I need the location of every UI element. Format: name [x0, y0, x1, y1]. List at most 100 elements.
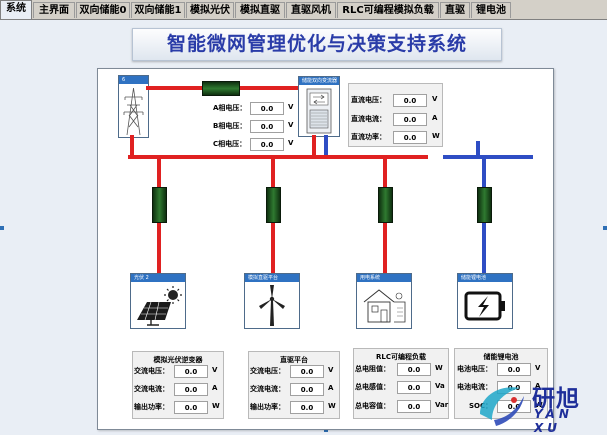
battery-voltage-unit: V [535, 364, 541, 372]
phase-c-unit: V [288, 139, 294, 147]
storage-converter-card[interactable]: 储能双向变流器 [298, 76, 340, 137]
load-device-card[interactable]: 用电系统 [356, 273, 412, 329]
pv-ac-current: 交流电流： 0.0 A [134, 383, 222, 397]
rlc-load-block: RLC可编程负载 总电阻值： 0.0 W 总电感值： 0.0 Va 总电容值： … [353, 348, 449, 419]
converter-cabinet-icon [306, 88, 332, 134]
rlc-load-title: RLC可编程负载 [376, 353, 426, 361]
load-breaker[interactable] [378, 187, 393, 223]
pv-inverter-block: 模拟光伏逆变器 交流电压： 0.0 V 交流电流： 0.0 A 输出功率： 0.… [132, 351, 224, 419]
battery-current-label: 电池电流： [457, 383, 492, 391]
phase-a-voltage: A相电压： 0.0 V [213, 102, 293, 116]
wind-card-header: 模拟直驱平台 [245, 274, 299, 282]
converter-readings-box: 直流电压： 0.0 V 直流电流： 0.0 A 直流功率： 0.0 W [348, 83, 443, 147]
tab-rlc-load[interactable]: RLC可编程模拟负载 [337, 2, 439, 18]
dd-output-power-unit: W [328, 402, 336, 410]
dd-output-power-value: 0.0 [290, 401, 324, 414]
resize-handle[interactable] [0, 226, 4, 230]
direct-drive-title: 直驱平台 [280, 356, 308, 364]
dc-current-label: 直流电流： [351, 115, 386, 123]
battery-current-unit: A [535, 382, 541, 390]
phase-a-label: A相电压： [213, 104, 247, 112]
rlc-capacitance-label: 总电容值： [355, 402, 390, 410]
phase-b-voltage: B相电压： 0.0 V [213, 120, 293, 134]
grid-card-header: 6 [119, 76, 148, 84]
title-banner: 智能微网管理优化与决策支持系统 [132, 28, 502, 61]
converter-card-header: 储能双向变流器 [299, 77, 339, 85]
tab-simulated-direct-drive[interactable]: 模拟直驱 [235, 2, 285, 18]
tab-main[interactable]: 主界面 [33, 2, 75, 18]
logo-mark-icon [480, 387, 524, 426]
tab-system[interactable]: 系统 [0, 0, 32, 19]
grid-drop-line [130, 135, 134, 155]
wind-device-card[interactable]: 模拟直驱平台 [244, 273, 300, 329]
phase-b-value: 0.0 [250, 120, 284, 133]
battery-soc-unit: W [535, 401, 543, 409]
dc-voltage-label: 直流电压： [351, 96, 386, 104]
ac-bus-bar [128, 155, 428, 159]
company-logo: 研旭 YAN XU [468, 376, 607, 435]
dc-bus-riser [476, 141, 480, 157]
pv-output-power-value: 0.0 [174, 401, 208, 414]
battery-voltage-value: 0.0 [497, 363, 531, 376]
pv-ac-current-label: 交流电流： [134, 385, 169, 393]
resize-handle[interactable] [603, 226, 607, 230]
dc-power-label: 直流功率： [351, 133, 386, 141]
tab-direct-drive[interactable]: 直驱 [440, 2, 470, 18]
pv-output-power-unit: W [212, 402, 220, 410]
dc-power-unit: W [432, 132, 440, 140]
dc-power-value: 0.0 [393, 131, 427, 144]
battery-device-card[interactable]: 储能锂电池 [457, 273, 513, 329]
pv-ac-voltage: 交流电压： 0.0 V [134, 365, 222, 379]
rlc-inductance-label: 总电感值： [355, 383, 390, 391]
tab-direct-drive-wind[interactable]: 直驱风机 [286, 2, 336, 18]
grid-breaker[interactable] [202, 81, 240, 96]
load-card-header: 用电系统 [357, 274, 411, 282]
rlc-capacitance-unit: Var [435, 401, 449, 409]
dd-ac-current-label: 交流电流： [250, 385, 285, 393]
logo-english-text: YAN XU [534, 407, 573, 435]
dd-ac-voltage: 交流电压： 0.0 V [250, 365, 338, 379]
rlc-resistance-unit: W [435, 364, 443, 372]
wind-turbine-icon [259, 285, 285, 326]
page-title: 智能微网管理优化与决策支持系统 [166, 33, 467, 55]
converter-dc-link-line [324, 135, 328, 155]
converter-dc-voltage: 直流电压： 0.0 V [351, 94, 439, 108]
phase-c-voltage: C相电压： 0.0 V [213, 138, 293, 152]
pv-ac-current-unit: A [212, 384, 218, 392]
tab-simulated-pv[interactable]: 模拟光伏 [186, 2, 234, 18]
battery-icon [464, 291, 505, 321]
battery-breaker[interactable] [477, 187, 492, 223]
pv-card-header: 光伏 2 [131, 274, 185, 282]
dd-ac-current-unit: A [328, 384, 334, 392]
pv-ac-voltage-value: 0.0 [174, 365, 208, 378]
battery-soc-label: SOC： [469, 402, 493, 410]
wind-breaker[interactable] [266, 187, 281, 223]
dc-bus-bar [443, 155, 533, 159]
rlc-total-capacitance: 总电容值： 0.0 Var [355, 400, 449, 414]
power-tower-icon [123, 87, 144, 136]
converter-ac-link-line [312, 135, 316, 155]
tab-bar: 系统 主界面 双向储能0 双向储能1 模拟光伏 模拟直驱 直驱风机 RLC可编程… [0, 0, 607, 20]
battery-voltage-label: 电池电压： [457, 365, 492, 373]
load-house-icon [363, 289, 406, 323]
dd-ac-current-value: 0.0 [290, 383, 324, 396]
dd-ac-voltage-value: 0.0 [290, 365, 324, 378]
dc-current-value: 0.0 [393, 113, 427, 126]
phase-b-label: B相电压： [213, 122, 247, 130]
dd-output-power-label: 输出功率： [250, 403, 285, 411]
dc-voltage-value: 0.0 [393, 94, 427, 107]
phase-a-value: 0.0 [250, 102, 284, 115]
phase-c-value: 0.0 [250, 138, 284, 151]
dc-current-unit: A [432, 114, 438, 122]
pv-breaker[interactable] [152, 187, 167, 223]
direct-drive-block: 直驱平台 交流电压： 0.0 V 交流电流： 0.0 A 输出功率： 0.0 W [248, 351, 340, 419]
grid-source-card[interactable]: 6 [118, 75, 149, 138]
lithium-battery-title: 储能锂电池 [483, 353, 519, 361]
pv-ac-voltage-label: 交流电压： [134, 367, 169, 375]
tab-bidirectional-storage-1[interactable]: 双向储能1 [131, 2, 185, 18]
pv-device-card[interactable]: 光伏 2 [130, 273, 186, 329]
tab-bidirectional-storage-0[interactable]: 双向储能0 [76, 2, 130, 18]
resize-handle[interactable] [324, 428, 328, 432]
tab-lithium-battery[interactable]: 锂电池 [471, 2, 511, 18]
battery-voltage: 电池电压： 0.0 V [457, 363, 545, 377]
